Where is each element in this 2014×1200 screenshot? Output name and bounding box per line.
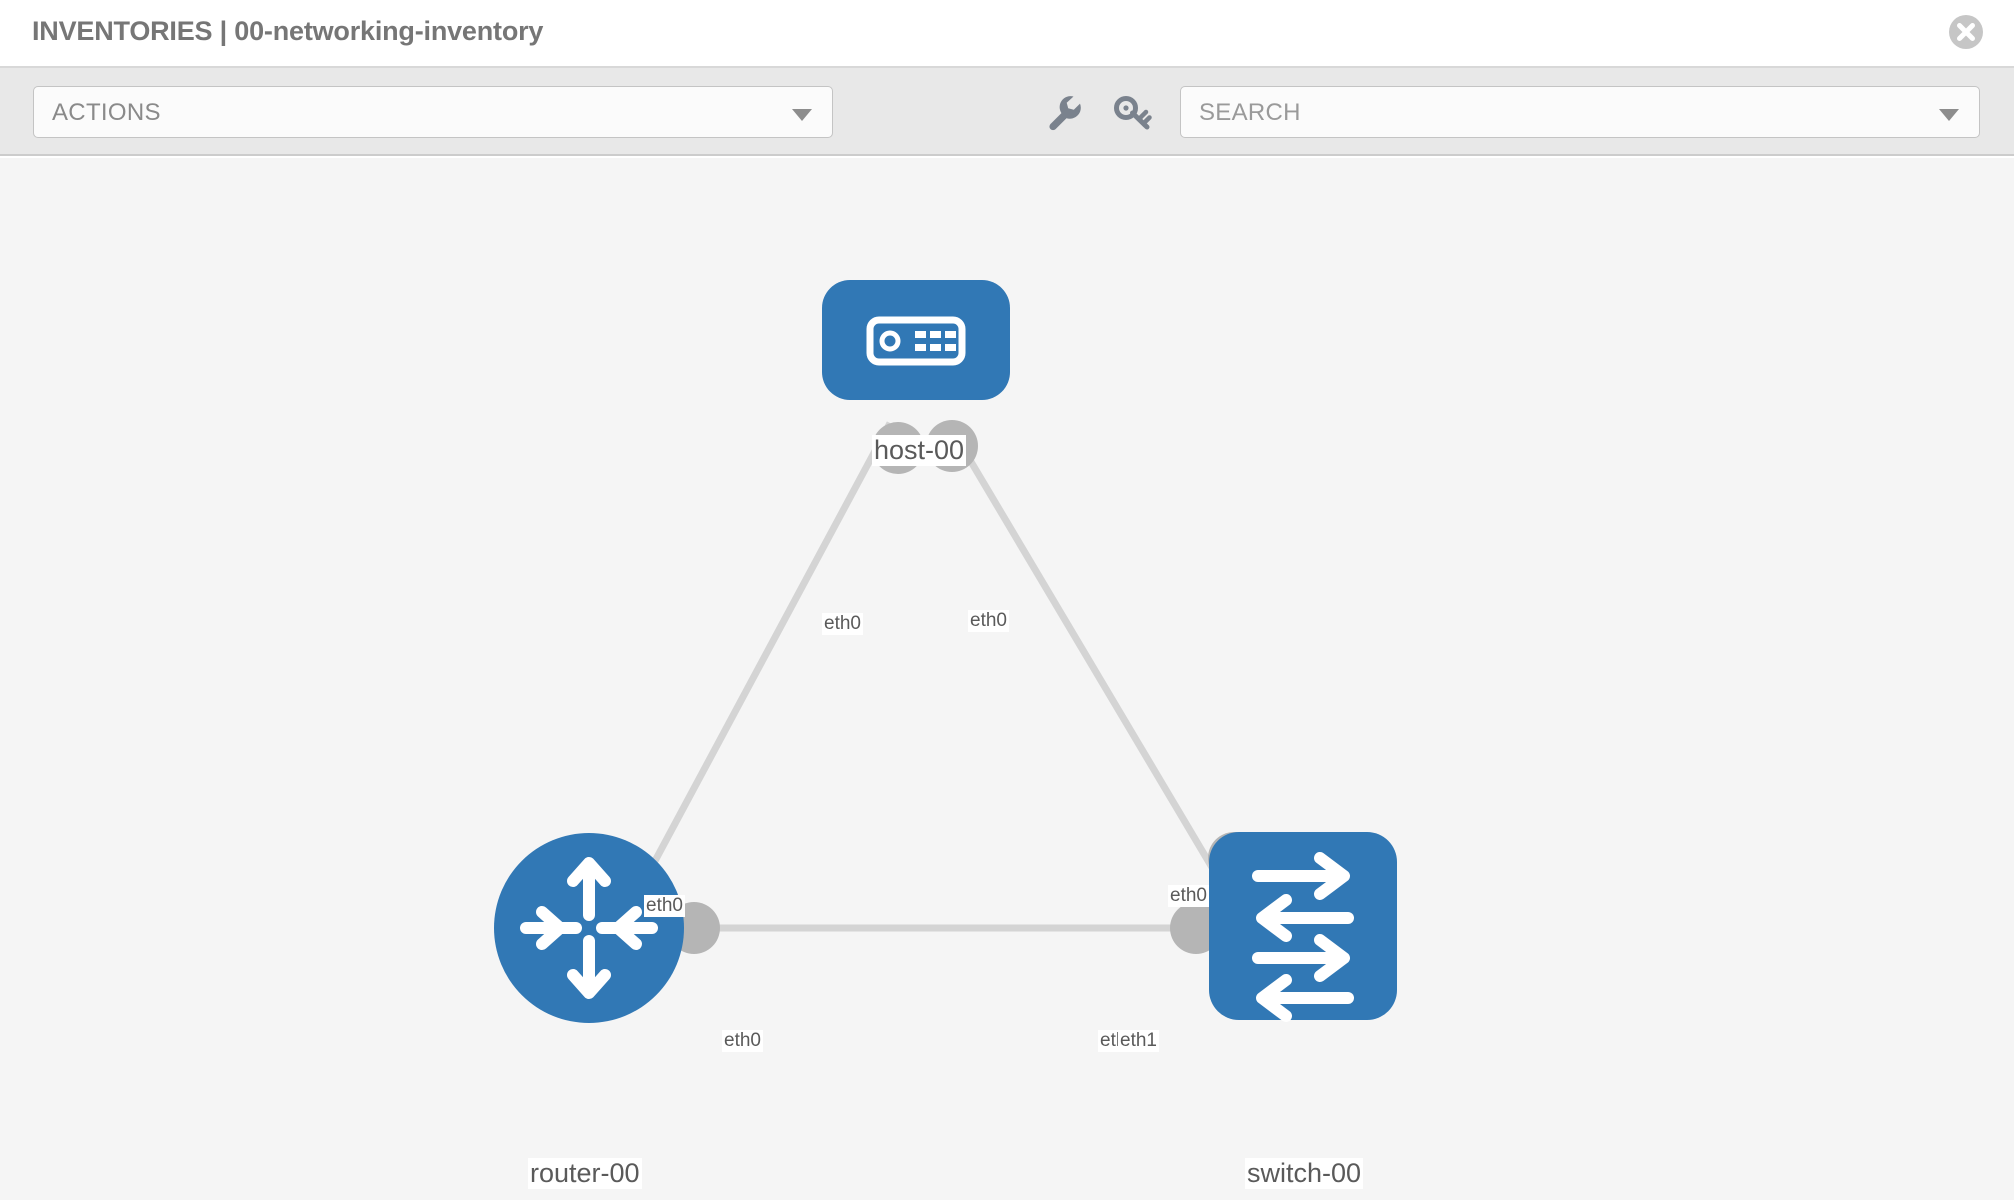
link-host00-switch00[interactable] [944,421,1252,930]
close-circle-glyph [1949,15,1983,49]
actions-dropdown[interactable]: ACTIONS [33,86,833,138]
iface-label-switch00-west-eth1: eth1 [1118,1030,1159,1052]
iface-label-router00-east: eth0 [722,1030,763,1052]
close-icon[interactable] [1946,12,1986,52]
key-icon[interactable] [1110,90,1154,134]
iface-label-router00-uplink: eth0 [644,895,685,917]
node-router-00[interactable] [494,833,684,1023]
server-icon [866,316,966,366]
topology-graph [494,280,1397,1023]
link-host00-router00[interactable] [615,421,894,930]
node-host-00[interactable] [822,280,1010,400]
iface-label-host00-right: eth0 [968,610,1009,632]
router-arrows-icon [520,857,658,999]
node-label-router-00[interactable]: router-00 [528,1158,642,1189]
topology-canvas[interactable]: host-00 router-00 switch-00 eth0 eth0 et… [0,158,2014,1200]
actions-dropdown-label: ACTIONS [52,99,161,126]
toolbar: ACTIONS SEARCH [0,68,2014,156]
link-endpoint-layer [668,420,1260,954]
node-switch-00[interactable] [1209,832,1397,1022]
search-input[interactable]: SEARCH [1180,86,1980,138]
chevron-down-icon [792,109,812,121]
iface-label-host00-left: eth0 [822,613,863,635]
node-label-switch-00[interactable]: switch-00 [1245,1158,1364,1189]
search-chevron-down-icon[interactable] [1939,109,1959,121]
page-title: INVENTORIES | 00-networking-inventory [32,16,544,46]
switch-arrows-icon [1252,852,1354,1022]
iface-label-switch00-uplink: eth0 [1168,885,1209,907]
key-glyph [1114,96,1152,130]
search-placeholder: SEARCH [1199,99,1301,126]
wrench-icon[interactable] [1042,90,1086,134]
page-header: INVENTORIES | 00-networking-inventory [0,0,2014,68]
node-label-host-00[interactable]: host-00 [872,435,967,466]
link-layer [615,421,1252,932]
wrench-glyph [1049,96,1081,131]
